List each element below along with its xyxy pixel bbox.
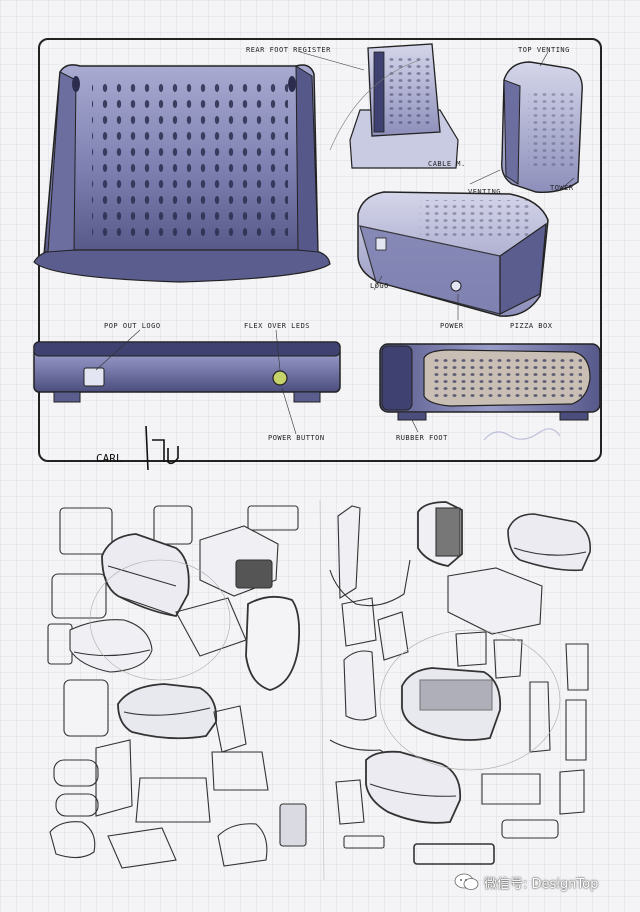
callout-lines [95,51,575,435]
designer-signature: CARL [96,452,123,465]
label-logo: Logo [370,282,389,290]
label-power-button: Power button [268,434,325,442]
signature-flourish [145,425,179,471]
label-rear-foot: Rear foot register [246,46,331,54]
wechat-watermark: 微信号: DesignTop [454,872,598,892]
tower-sketch [329,43,459,169]
front-elevation-sketch [33,341,341,403]
main-unit-sketch [33,64,331,283]
label-tower: Tower [550,184,574,192]
label-pop-out-logo: Pop out logo [104,322,161,330]
presentation-frame [38,38,602,462]
label-power: Power [440,322,464,330]
wechat-icon [454,873,479,890]
label-flex-over-leds: Flex over leds [244,322,311,330]
ideation-sketches [47,499,592,881]
side-elevation-sketch [379,343,601,421]
label-top-venting: Top venting [518,46,570,54]
label-venting: Venting [468,188,502,196]
label-cable-m: Cable M. [428,160,466,168]
faded-scribble [483,428,561,441]
watermark-text: 微信号: DesignTop [484,876,599,892]
top-right-tower-sketch [501,61,583,193]
label-pizza-box: Pizza box [510,322,553,330]
pizza-box-sketch [357,191,549,317]
label-rubber-foot: Rubber foot [396,434,448,442]
